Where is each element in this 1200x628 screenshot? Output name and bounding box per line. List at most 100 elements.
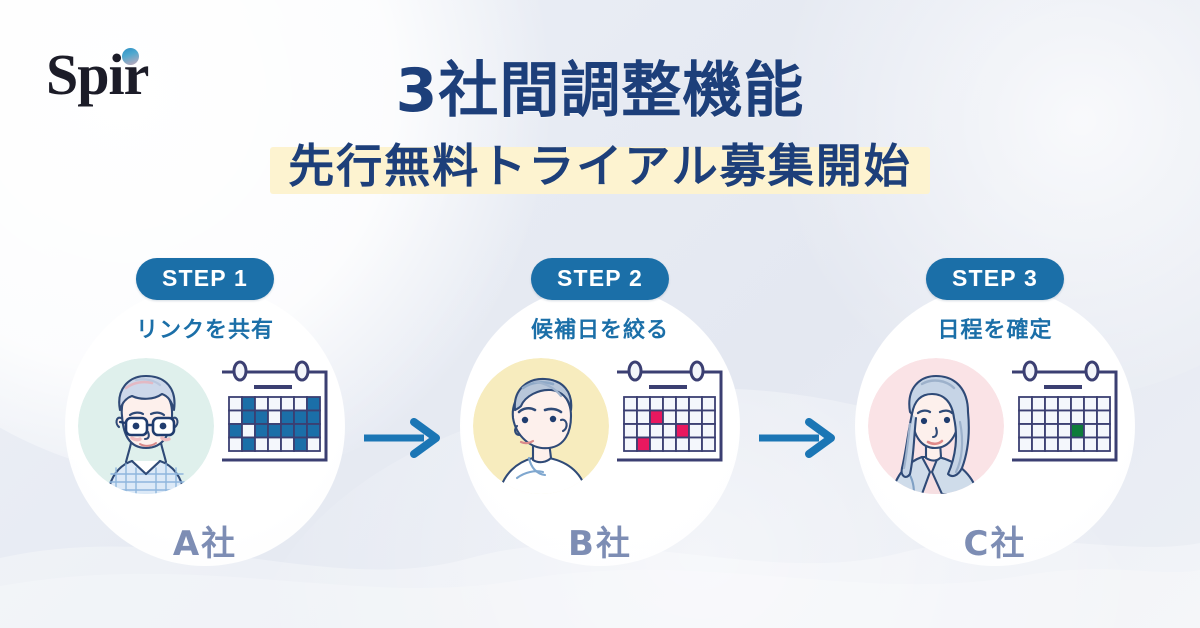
calendar-cell	[1031, 436, 1046, 452]
calendar-cell	[241, 436, 256, 452]
calendar-cell	[623, 436, 638, 452]
calendar-cell	[701, 409, 716, 425]
calendar-cell	[1057, 396, 1072, 412]
calendar-cell	[1083, 423, 1098, 439]
calendar-cell	[293, 396, 308, 412]
calendar-cell	[1096, 436, 1111, 452]
calendar-cell	[241, 409, 256, 425]
step-badge-3: STEP 3	[925, 258, 1065, 300]
calendar-cell	[636, 396, 651, 412]
calendar-cell	[675, 436, 690, 452]
company-label-a: A社	[172, 524, 238, 564]
calendar-cell	[306, 409, 321, 425]
step-badge-2: STEP 2	[530, 258, 670, 300]
calendar-cell	[688, 409, 703, 425]
calendar-cell	[267, 423, 282, 439]
calendar-cell	[649, 409, 664, 425]
logo-dot-icon	[122, 48, 139, 65]
calendar-grid-1	[228, 396, 321, 452]
calendar-cell	[636, 409, 651, 425]
calendar-cell	[241, 396, 256, 412]
calendar-cell	[1057, 436, 1072, 452]
calendar-cell	[701, 423, 716, 439]
calendar-cell	[306, 423, 321, 439]
step-caption-3: 日程を確定	[937, 318, 1053, 343]
calendar-cell	[280, 409, 295, 425]
calendar-cell	[1083, 396, 1098, 412]
company-label-c: C社	[963, 524, 1027, 564]
calendar-cell	[1031, 423, 1046, 439]
calendar-cell	[1070, 436, 1085, 452]
calendar-cell	[675, 423, 690, 439]
calendar-cell	[1044, 423, 1059, 439]
calendar-cell	[1044, 396, 1059, 412]
company-label-b: B社	[568, 524, 632, 564]
calendar-cell	[662, 409, 677, 425]
calendar-cell	[1083, 409, 1098, 425]
calendar-cell	[241, 423, 256, 439]
calendar-cell	[254, 436, 269, 452]
calendar-cell	[306, 436, 321, 452]
calendar-cell	[280, 436, 295, 452]
step-content-2	[435, 358, 765, 508]
calendar-cell	[293, 409, 308, 425]
subtitle-highlight-band	[270, 147, 930, 194]
calendar-confirmed-slot	[1012, 360, 1118, 462]
steps-row: STEP 1 リンクを共有	[0, 258, 1200, 618]
step-badge-1: STEP 1	[135, 258, 275, 300]
calendar-cell	[1031, 409, 1046, 425]
subtitle-wrapper: 先行無料トライアル募集開始	[270, 137, 930, 198]
step-content-1	[40, 358, 370, 508]
calendar-cell	[1096, 423, 1111, 439]
step-card-1: STEP 1 リンクを共有	[40, 258, 370, 618]
calendar-many-slots	[222, 360, 328, 462]
calendar-cell	[228, 409, 243, 425]
step-card-3: STEP 3 日程を確定	[830, 258, 1160, 618]
calendar-cell	[1070, 409, 1085, 425]
calendar-grid-2	[623, 396, 716, 452]
calendar-cell	[1070, 423, 1085, 439]
calendar-cell	[623, 409, 638, 425]
calendar-cell	[306, 396, 321, 412]
page-subtitle: 先行無料トライアル募集開始	[288, 139, 912, 194]
calendar-grid-3	[1018, 396, 1111, 452]
calendar-cell	[267, 396, 282, 412]
calendar-cell	[623, 423, 638, 439]
calendar-cell	[1083, 436, 1098, 452]
calendar-cell	[1057, 409, 1072, 425]
arrow-step2-to-step3	[759, 418, 835, 458]
calendar-cell	[649, 396, 664, 412]
calendar-cell	[1044, 409, 1059, 425]
calendar-cell	[1018, 436, 1033, 452]
spir-logo[interactable]: Spir	[46, 40, 246, 110]
calendar-cell	[1044, 436, 1059, 452]
calendar-cell	[254, 409, 269, 425]
arrow-step1-to-step2	[364, 418, 440, 458]
calendar-cell	[675, 409, 690, 425]
step-content-3	[830, 358, 1160, 508]
calendar-cell	[636, 423, 651, 439]
calendar-cell	[1018, 409, 1033, 425]
calendar-cell	[623, 396, 638, 412]
headline-block: 3社間調整機能 先行無料トライアル募集開始	[0, 57, 1200, 198]
calendar-cell	[293, 423, 308, 439]
calendar-cell	[688, 436, 703, 452]
calendar-cell	[662, 396, 677, 412]
calendar-cell	[280, 396, 295, 412]
calendar-cell	[675, 396, 690, 412]
calendar-cell	[254, 423, 269, 439]
calendar-cell	[1070, 396, 1085, 412]
calendar-cell	[662, 423, 677, 439]
calendar-cell	[649, 423, 664, 439]
calendar-cell	[267, 409, 282, 425]
calendar-narrowed-slots	[617, 360, 723, 462]
calendar-cell	[649, 436, 664, 452]
calendar-cell	[254, 396, 269, 412]
calendar-cell	[1018, 423, 1033, 439]
calendar-cell	[1031, 396, 1046, 412]
calendar-cell	[228, 423, 243, 439]
step-caption-1: リンクを共有	[135, 318, 274, 343]
calendar-cell	[662, 436, 677, 452]
calendar-cell	[1057, 423, 1072, 439]
